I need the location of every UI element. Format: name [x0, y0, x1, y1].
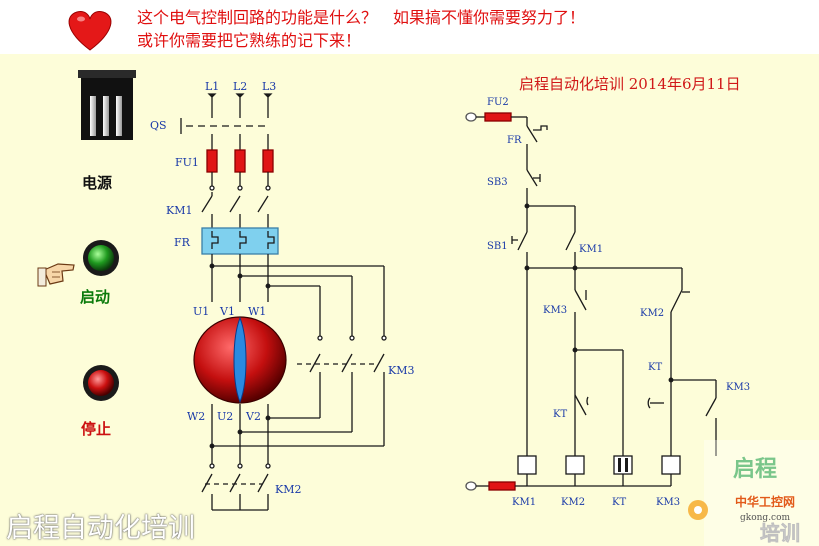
terminal-v1: V1	[219, 305, 235, 318]
quiz-line-1: 这个电气控制回路的功能是什么？ 如果搞不懂你需要努力了！	[137, 8, 586, 27]
power-label: 电源	[82, 174, 113, 192]
question-band	[0, 0, 819, 54]
start-label: 启动	[80, 288, 111, 306]
main-circuit: L1 L2 L3 QS FU1 KM1 FR	[150, 80, 414, 511]
coil-label-km1: KM1	[512, 497, 536, 508]
coil-label-km3: KM3	[656, 497, 680, 508]
contactor-label-km1: KM1	[166, 204, 192, 217]
timer-label-kt-no: KT	[648, 362, 662, 373]
power-switch-icon	[78, 70, 136, 140]
quiz-line-2: 或许你需要把它熟练的记下来！	[137, 31, 362, 50]
terminal-w2: W2	[187, 410, 205, 423]
terminal-u1: U1	[193, 305, 209, 318]
timer-label-kt-nc: KT	[553, 409, 567, 420]
contact-label-km2-right: KM2	[640, 308, 664, 319]
logo-bottom-text: 培训	[760, 521, 800, 545]
logo-top-text: 启程	[733, 456, 777, 482]
start-button-label-sb1: SB1	[487, 241, 508, 252]
fuse-label-fu1: FU1	[175, 156, 199, 169]
contactor-label-km3-main: KM3	[388, 364, 414, 377]
hold-contact-label-km1: KM1	[579, 244, 603, 255]
overload-label-fr: FR	[174, 236, 191, 249]
terminal-v2: V2	[245, 410, 261, 423]
phase-label-l1: L1	[205, 80, 219, 93]
stop-label: 停止	[81, 420, 112, 438]
control-circuit: FU2 FR SB3 KM1 SB1	[465, 97, 750, 508]
logo-url-text: gkong.com	[740, 513, 791, 523]
switch-label-qs: QS	[150, 119, 167, 132]
start-button-icon[interactable]	[83, 240, 119, 276]
pointing-hand-icon	[37, 263, 75, 287]
coil-label-km2: KM2	[561, 497, 585, 508]
terminal-u2: U2	[217, 410, 233, 423]
phase-label-l3: L3	[262, 80, 276, 93]
motor-icon	[193, 316, 287, 404]
logo-mid-text: 中华工控网	[735, 494, 795, 509]
contact-label-km3-left: KM3	[543, 305, 567, 316]
course-header: 启程自动化培训 2014年6月11日	[519, 75, 741, 93]
watermark-logo: 启程 中华工控网 gkong.com 培训	[688, 440, 819, 546]
fuse-label-fu2: FU2	[487, 97, 509, 108]
contactor-label-km2-main: KM2	[275, 483, 301, 496]
watermark-text: 启程自动化培训	[6, 513, 195, 544]
phase-label-l2: L2	[233, 80, 247, 93]
coil-label-kt: KT	[612, 497, 626, 508]
terminal-w1: W1	[248, 305, 266, 318]
overload-label-fr-control: FR	[507, 135, 522, 146]
stop-button-label-sb3: SB3	[487, 177, 508, 188]
stop-button-icon[interactable]	[83, 365, 119, 401]
heart-icon	[68, 11, 112, 51]
aux-contact-label-km3: KM3	[726, 382, 750, 393]
